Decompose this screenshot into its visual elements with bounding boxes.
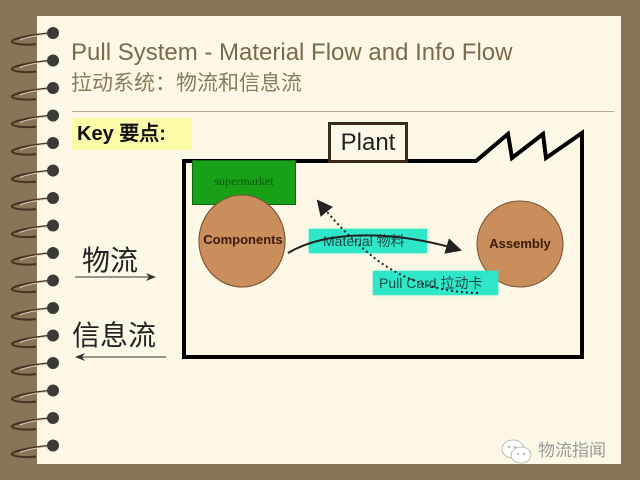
material-flow-arrow [287,234,462,254]
pull-card-tag: Pull Card 拉动卡 [373,271,498,295]
binding-ring [10,357,59,376]
info-flow-legend-label: 信息流 [72,319,157,352]
watermark-text: 物流指闻 [538,441,606,461]
binding-ring [10,27,59,46]
material-flow-legend-label: 物流 [82,244,139,277]
binding-ring [10,137,59,156]
assembly-node [476,200,564,288]
binding-ring [10,82,59,101]
binding-ring [10,329,59,349]
slide-title-chinese: 拉动系统：物流和信息流 [71,71,302,95]
binding-ring [10,302,59,321]
wechat-icon [501,439,532,464]
assembly-label: Assembly [489,236,551,251]
binding-ring [10,384,59,404]
binding-ring [10,274,59,294]
binding-ring [10,192,59,211]
binding-ring [10,164,59,184]
components-label: Components [203,232,283,247]
binding-ring [10,219,59,239]
spiral-binding [10,27,59,459]
slide-title-english: Pull System - Material Flow and Info Flo… [71,39,513,66]
title-divider [72,111,614,112]
binding-ring [10,54,59,74]
key-heading: Key 要点: [72,118,192,150]
plant-building-outline [182,129,584,359]
binding-ring [10,439,59,459]
plant-label: Plant [328,122,408,163]
binding-ring [10,109,59,129]
binding-ring [10,247,59,266]
pull-card-flow-arrow [316,199,479,294]
binding-ring [10,412,59,431]
